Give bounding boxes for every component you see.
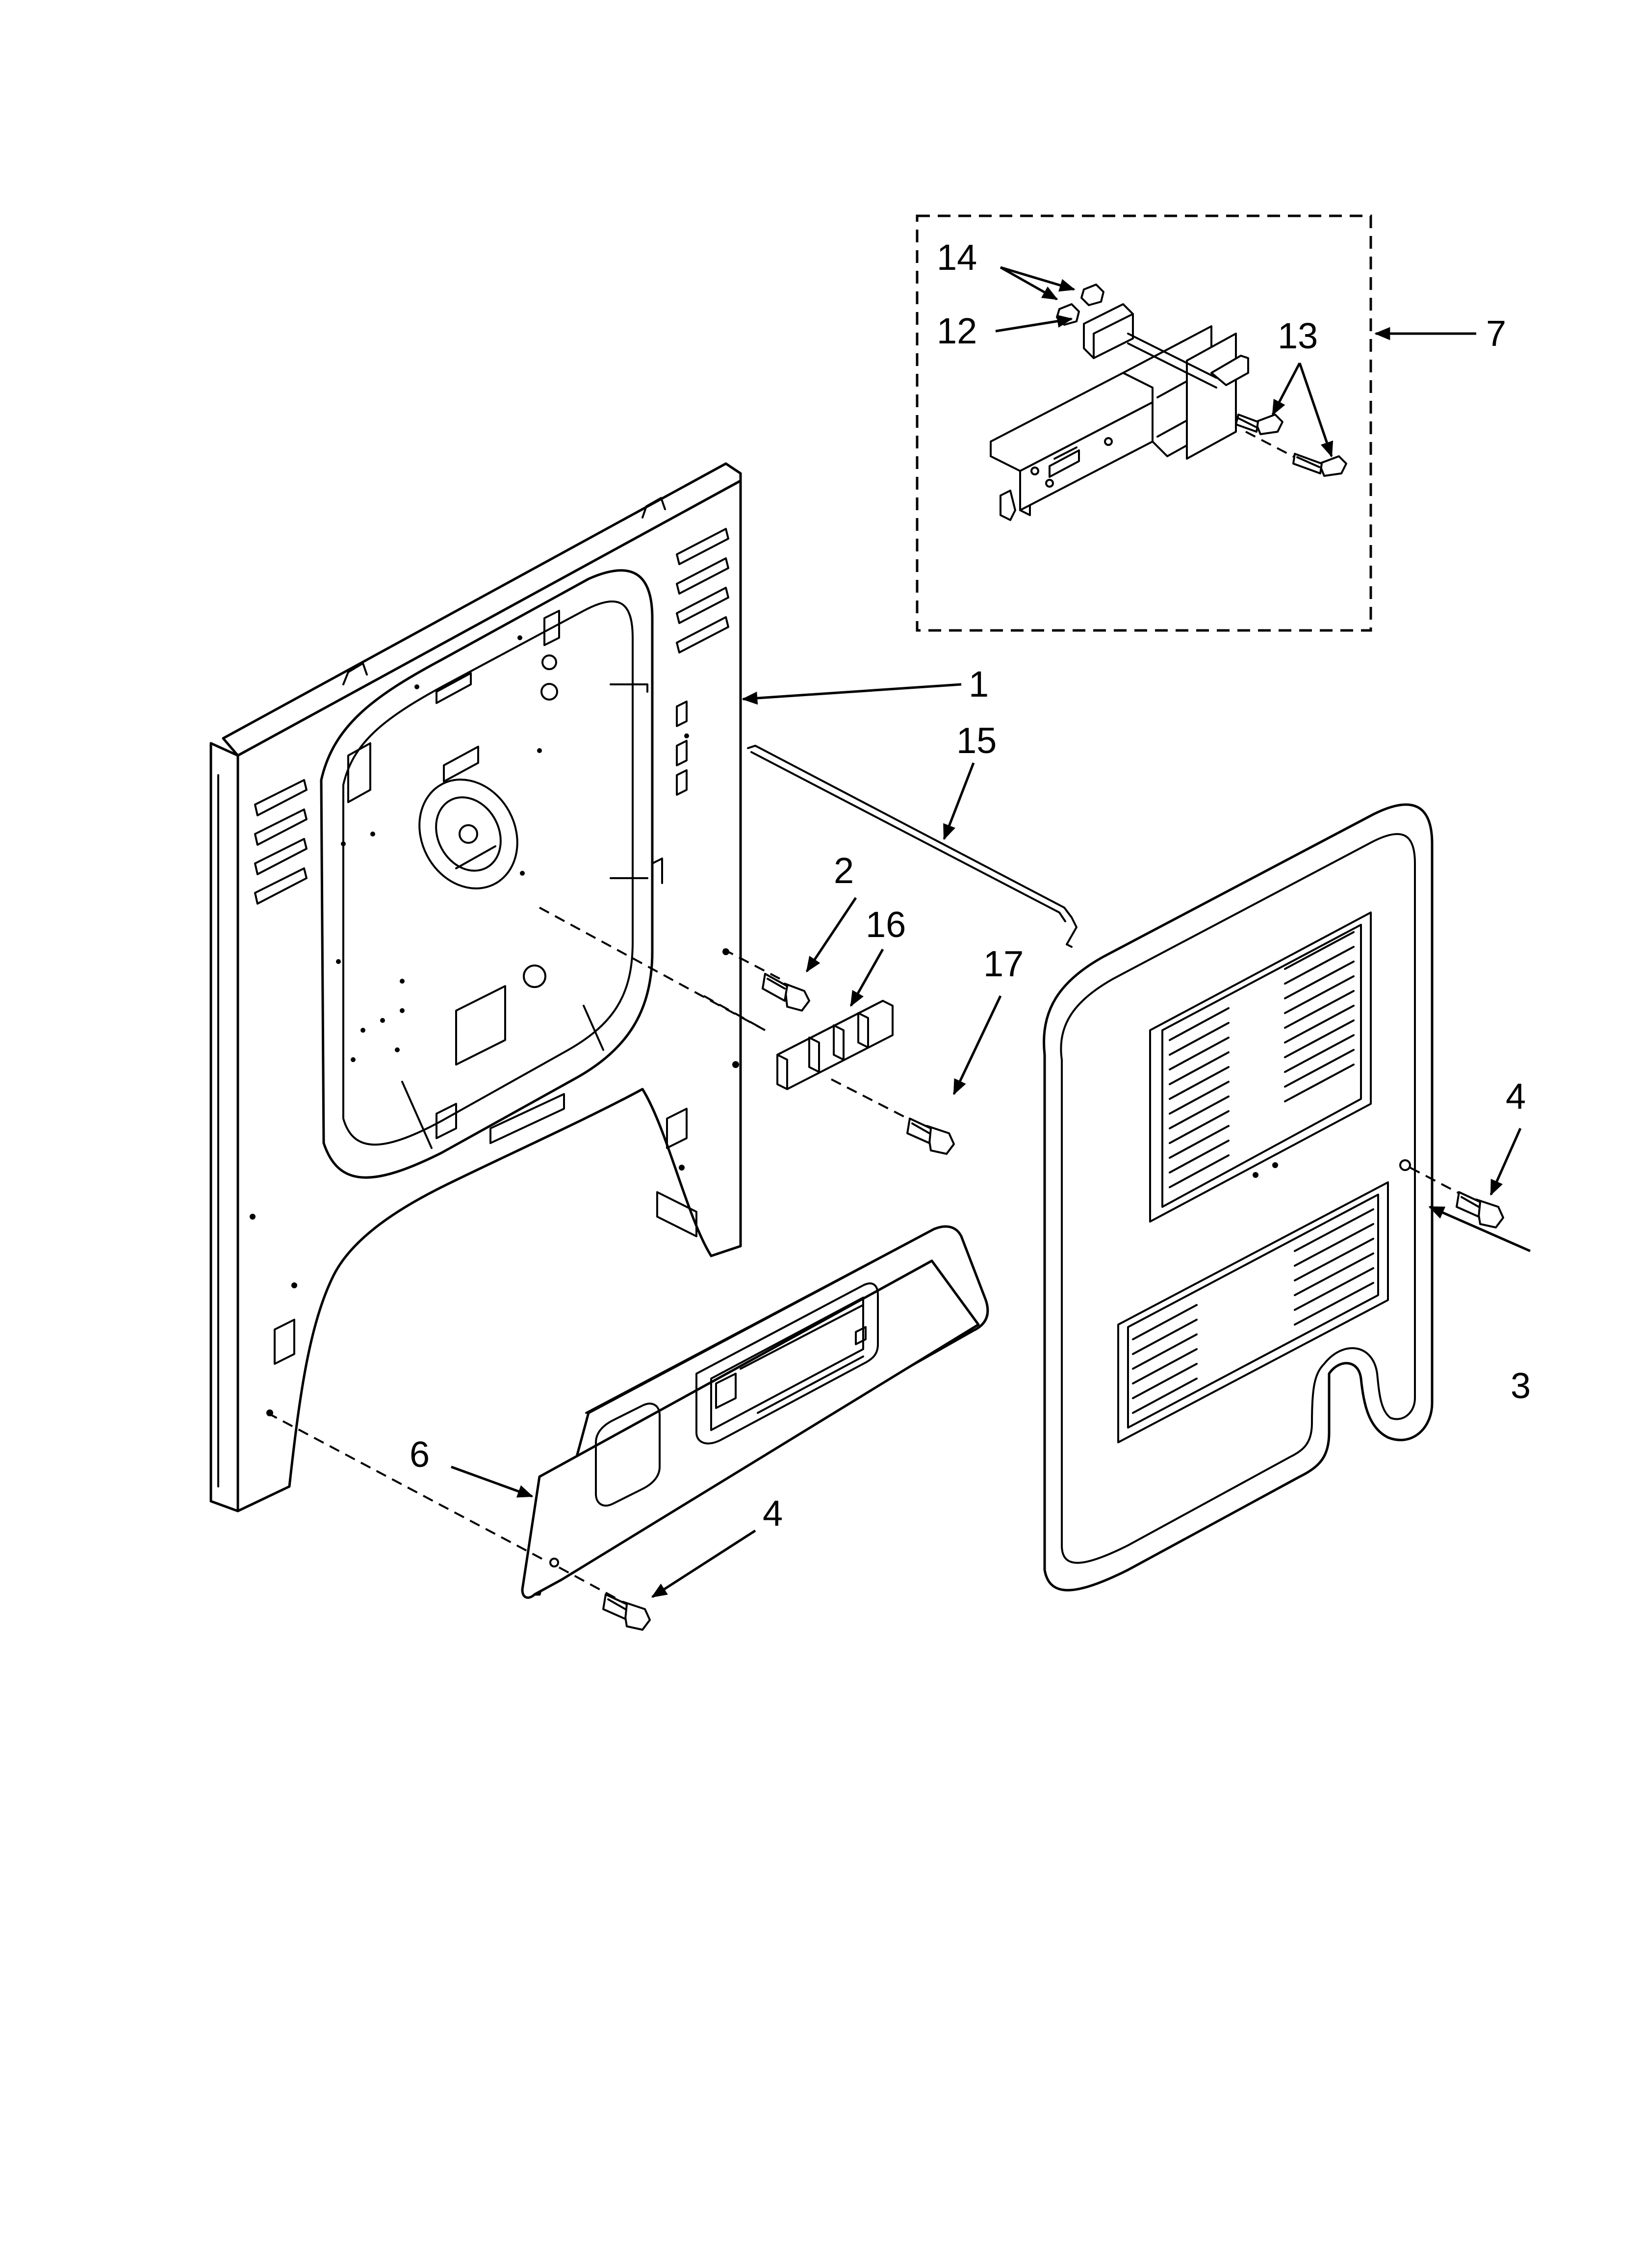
callout-2: 2 [834,850,854,891]
left-vents [254,779,308,905]
callout-12: 12 [937,311,977,351]
callout-3: 3 [1511,1365,1531,1406]
leader-lines [451,266,1531,1598]
screw-part-2 [723,948,810,1012]
callout-15: 15 [956,720,997,761]
callout-1: 1 [969,664,989,704]
screw-part-17 [703,995,955,1155]
right-vents [676,528,729,653]
callout-13: 13 [1278,315,1318,356]
callout-14: 14 [937,237,977,278]
assembly-centerline [539,907,766,1031]
lower-grille-slots [1132,1208,1374,1414]
callout-4-bottom: 4 [763,1493,783,1534]
screw-part-4-bottom [559,1566,651,1631]
callout-7: 7 [1486,313,1506,354]
rear-panel-part-1 [209,462,742,1512]
bracket-part-6 [521,1225,989,1599]
callout-4-right: 4 [1506,1076,1526,1117]
callout-17: 17 [983,943,1024,984]
upper-grille-slots [1169,931,1355,1188]
terminal-block-part-16 [776,1000,894,1090]
callout-16: 16 [866,904,906,945]
rear-cover-part-3 [1043,803,1434,1591]
callout-6: 6 [410,1434,430,1475]
screw-part-4-right [1410,1167,1504,1228]
callout-labels: 1 2 3 4 4 6 7 12 13 14 15 16 17 [410,237,1531,1534]
rod-part-15 [747,745,1078,948]
assembly-inset-part-7 [916,214,1372,632]
